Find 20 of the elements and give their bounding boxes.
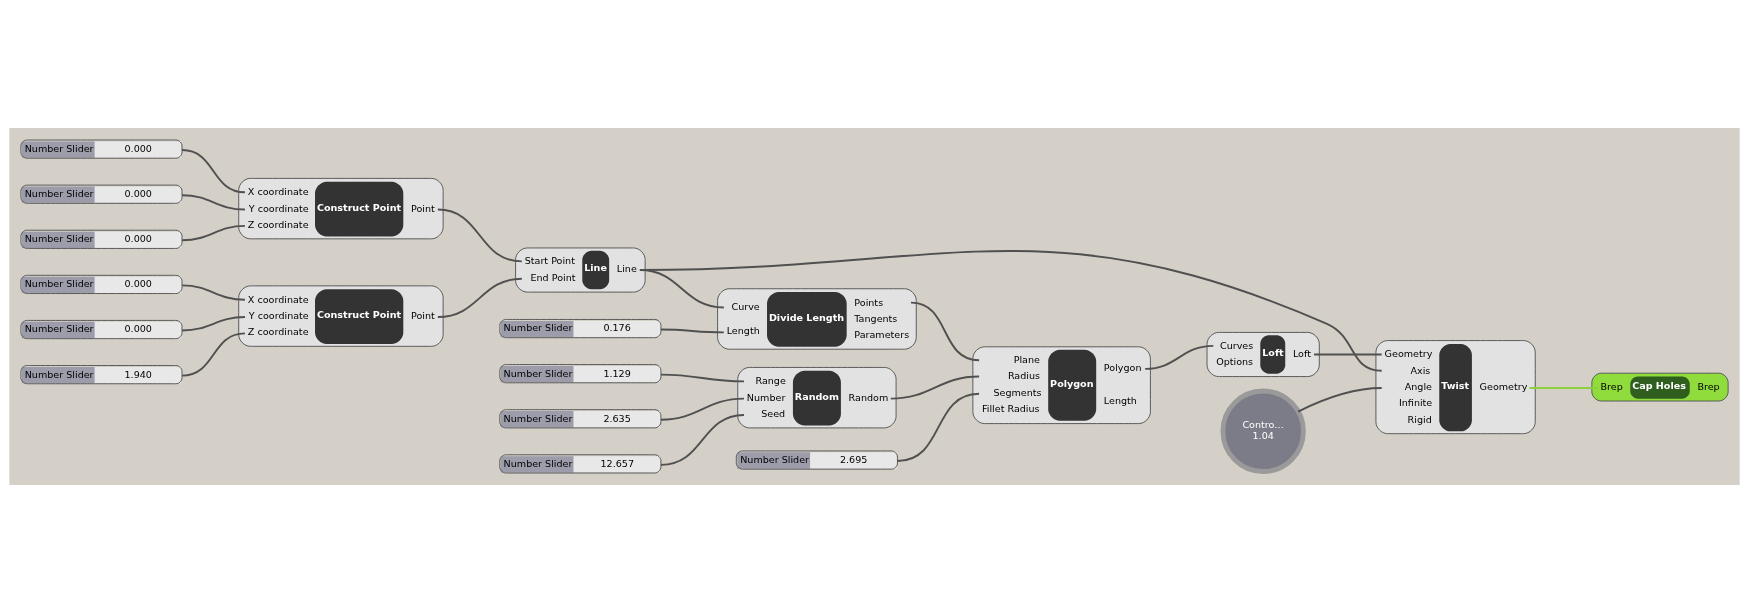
connector — [181, 332, 246, 377]
connector — [1297, 387, 1383, 413]
connector — [1528, 387, 1599, 390]
connector — [181, 194, 246, 211]
connector — [181, 224, 246, 242]
connector — [436, 208, 523, 263]
connector — [660, 397, 745, 421]
connector — [1144, 344, 1215, 370]
connector — [910, 301, 981, 362]
connector — [889, 375, 981, 400]
connector — [181, 316, 246, 332]
connector — [436, 277, 523, 318]
connector — [181, 284, 246, 301]
connector — [660, 328, 725, 334]
connector — [660, 373, 745, 383]
connector — [660, 414, 745, 466]
connector — [896, 392, 981, 462]
node-circle: Contro… 1.04 — [1220, 388, 1306, 474]
connector — [1313, 353, 1383, 356]
connector — [181, 149, 246, 194]
